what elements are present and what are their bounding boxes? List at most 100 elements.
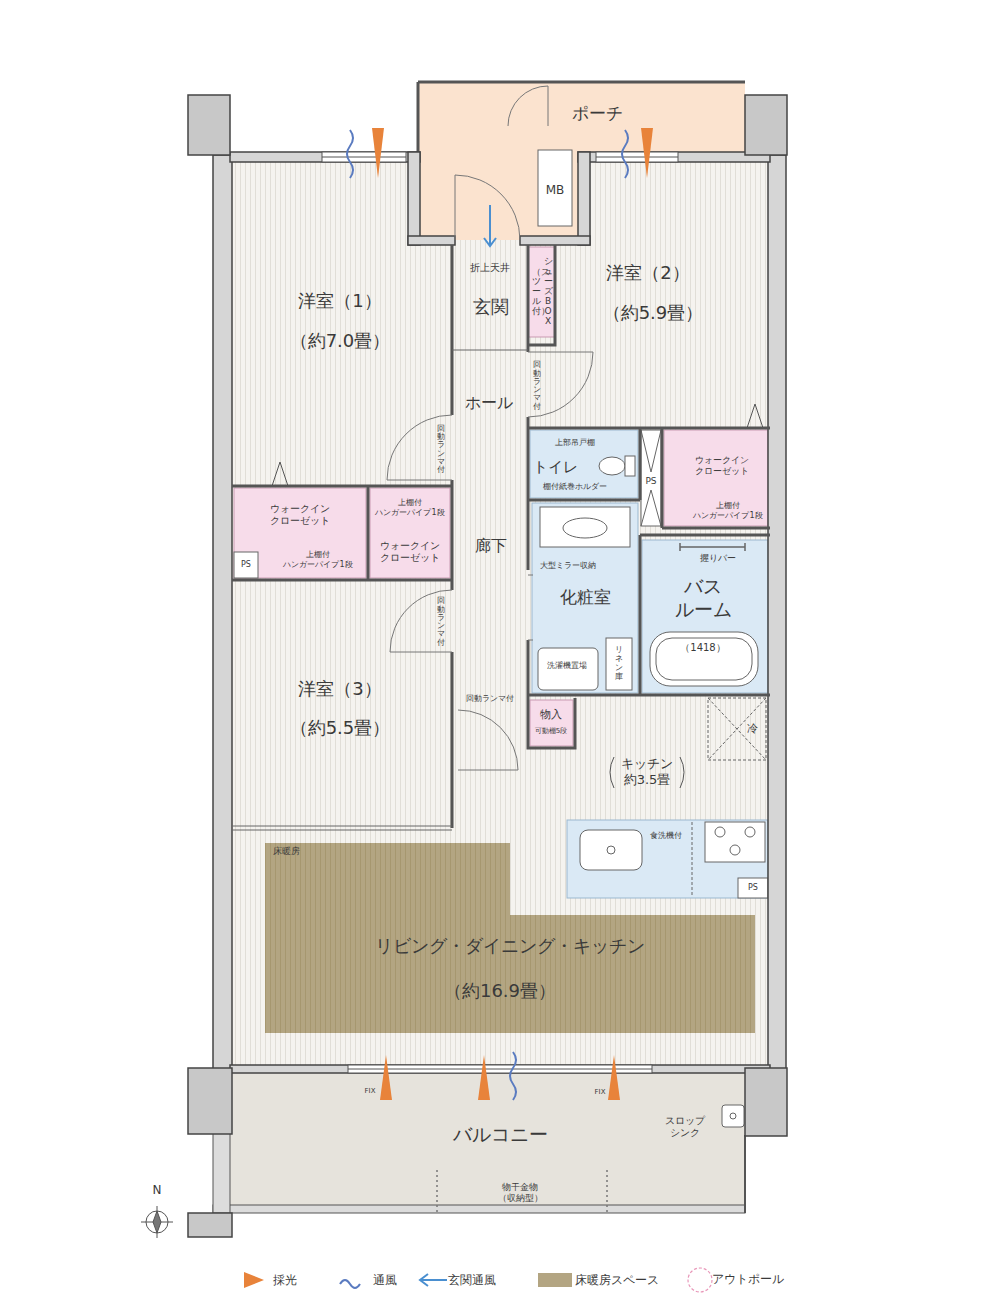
colored-box [567, 820, 768, 898]
room-box: 洋室（2）（約5.9畳） [528, 162, 770, 428]
room-label: 床暖房 [273, 846, 300, 857]
room-label: 洋室（2） [606, 262, 689, 284]
room-label: バルコニー [453, 1123, 548, 1146]
porch [417, 82, 420, 152]
room-box: 食洗機付 PS [567, 820, 768, 898]
balcony [188, 1073, 745, 1237]
fixture [692, 822, 693, 896]
wall [520, 236, 590, 245]
legend-text: 通風 [373, 1273, 397, 1287]
plan-label: FIX [595, 1088, 606, 1096]
room-box: MB [538, 150, 572, 226]
room-label: バス ルーム [675, 575, 732, 621]
fixture [730, 845, 740, 855]
room-label: 握りバー [700, 553, 736, 564]
fixture [538, 150, 572, 226]
fixture [650, 632, 758, 686]
room-box: PS [738, 878, 768, 898]
room-label: ウォークイン クローゼット [270, 503, 330, 527]
room-label: 棚付紙巻ホルダー [543, 482, 607, 492]
plan-label: FIX [365, 1087, 376, 1095]
wall [188, 1068, 232, 1134]
room-label: 食洗機付 [650, 831, 682, 841]
balcony [213, 1133, 230, 1213]
fixture [625, 456, 635, 476]
legend-sample [244, 1268, 712, 1292]
room-box: PS [234, 552, 258, 578]
door [387, 175, 593, 770]
daylight-mark [641, 128, 653, 178]
floor [230, 160, 770, 1068]
plan-label: 回動ランマ付 [533, 361, 541, 411]
door [528, 352, 593, 417]
inner-wall [528, 245, 575, 748]
plan-label: 回動ランマ付 [437, 425, 445, 475]
legend-text: アウトポール [712, 1272, 784, 1286]
fixture [680, 543, 745, 551]
fixture [599, 457, 625, 475]
legend-sample [244, 1272, 264, 1288]
room-label: （約7.0畳） [290, 330, 391, 352]
airflow-mark [510, 1052, 516, 1100]
room-label: キッチン 約3.5畳 [621, 756, 673, 787]
wall [578, 152, 770, 162]
room-label: 冷 [747, 722, 758, 735]
room-box: 上部吊戸棚トイレ棚付紙巻ホルダー [530, 430, 638, 498]
door [458, 710, 518, 770]
fixture [540, 507, 630, 547]
door [528, 575, 533, 640]
room-label: 折上天井 [470, 262, 510, 274]
fixture [641, 430, 661, 526]
room-box: PS [641, 430, 661, 526]
room-label: PS [748, 883, 758, 893]
wall [408, 236, 455, 245]
room-label: （スツール付） [532, 268, 541, 317]
fixture [538, 648, 598, 690]
room-box: ホール [452, 350, 528, 430]
airflow-mark [622, 130, 628, 178]
fixture [563, 518, 607, 538]
room-box: 上棚付 ハンガーパイプ1段ウォークイン クローゼット [370, 488, 450, 578]
fixture [272, 404, 763, 486]
room-box: 冷 [708, 698, 766, 760]
daylight-mark [608, 1055, 620, 1100]
door [455, 175, 520, 240]
plan-label: スロップ シンク [665, 1115, 705, 1139]
room-label: （約5.5畳） [290, 717, 391, 739]
inner-wall [528, 428, 770, 528]
fixture [641, 430, 661, 526]
fixture [606, 638, 632, 690]
room-label: 洋室（1） [298, 290, 381, 312]
fixture [745, 827, 755, 837]
compass [141, 1206, 173, 1238]
colored-box [530, 430, 638, 498]
legend-text: 玄関通風 [448, 1273, 496, 1287]
balcony [744, 1135, 746, 1213]
room-label: ウォークイン クローゼット [380, 540, 440, 564]
floor [230, 160, 770, 1068]
room-label: シューズBOX [544, 257, 553, 326]
colored-box [370, 488, 450, 578]
plan-label: 回動ランマ付 [437, 597, 445, 647]
inner-wall [232, 486, 452, 580]
wall [188, 95, 230, 155]
colored-box [234, 488, 366, 578]
room-box: 折上天井玄関 [452, 245, 528, 350]
room-label: 化粧室 [560, 587, 611, 607]
plan-label: 物干金物 （収納型） [498, 1182, 543, 1204]
airflow-mark [484, 205, 496, 246]
room-box: キッチン 約3.5畳 [575, 697, 708, 807]
colored-box [532, 503, 638, 693]
wall [230, 1065, 770, 1073]
porch [418, 82, 745, 155]
room-label: （1418） [680, 642, 725, 654]
plan-label: N [153, 1183, 162, 1197]
fixture [234, 150, 768, 898]
room-box: ウォークイン クローゼット上棚付 ハンガーパイプ1段 [664, 430, 768, 526]
window [348, 1065, 652, 1073]
room-box: 洋室（1） （約7.0畳） [232, 162, 452, 485]
compass [141, 1206, 173, 1238]
window [596, 152, 678, 162]
